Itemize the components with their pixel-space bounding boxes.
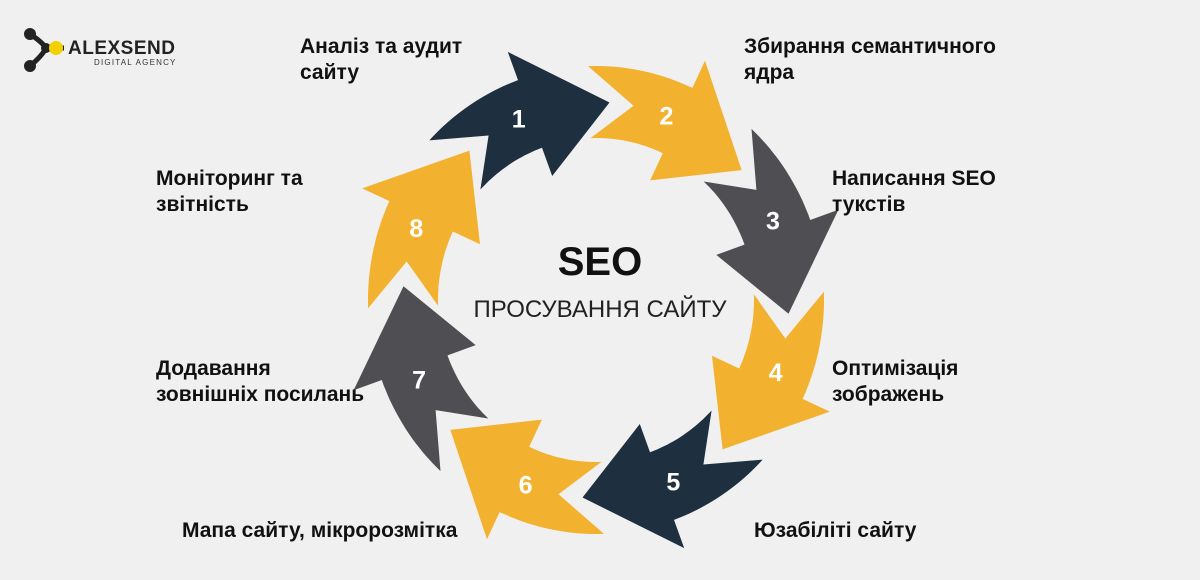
alexsend-logo: ALEXSEND DIGITAL AGENCY: [20, 20, 200, 80]
step-label-5: Юзабіліті сайту: [754, 519, 917, 542]
cycle-arrow-6: [450, 419, 604, 540]
step-number-4: 4: [769, 359, 783, 387]
center-subtitle: ПРОСУВАННЯ САЙТУ: [473, 296, 727, 323]
logo-molecule-icon: [24, 28, 64, 72]
step-label-7: Додавання зовнішніх посилань: [156, 357, 365, 406]
step-label-3: Написання SEO тукстів: [832, 167, 996, 216]
step-label-8: Моніторинг та звітність: [156, 167, 303, 216]
step-number-6: 6: [519, 471, 533, 499]
step-number-3: 3: [766, 208, 780, 236]
step-label-2: Збирання семантичного ядра: [744, 35, 996, 84]
step-label-1: Аналіз та аудит сайту: [300, 35, 463, 84]
cycle-arrow-3: [703, 128, 839, 314]
cycle-arrow-8: [362, 150, 480, 309]
center-title: SEO: [557, 240, 643, 284]
cycle-arrow-2: [588, 60, 742, 181]
cycle-arrow-4: [712, 291, 830, 450]
logo-accent-dot: [49, 41, 63, 55]
step-number-2: 2: [659, 103, 673, 131]
step-number-8: 8: [409, 215, 423, 243]
cycle-arrow-5: [582, 410, 763, 549]
step-number-1: 1: [512, 106, 526, 134]
logo-name: ALEXSEND: [68, 38, 176, 59]
cycle-arrow-1: [429, 51, 610, 190]
step-label-6: Мапа сайту, мікророзмітка: [182, 519, 458, 542]
step-label-4: Оптимізація зображень: [832, 357, 959, 406]
cycle-arrow-7: [353, 286, 489, 472]
step-number-7: 7: [412, 366, 426, 394]
step-number-5: 5: [666, 468, 680, 496]
logo-tagline: DIGITAL AGENCY: [94, 58, 177, 67]
